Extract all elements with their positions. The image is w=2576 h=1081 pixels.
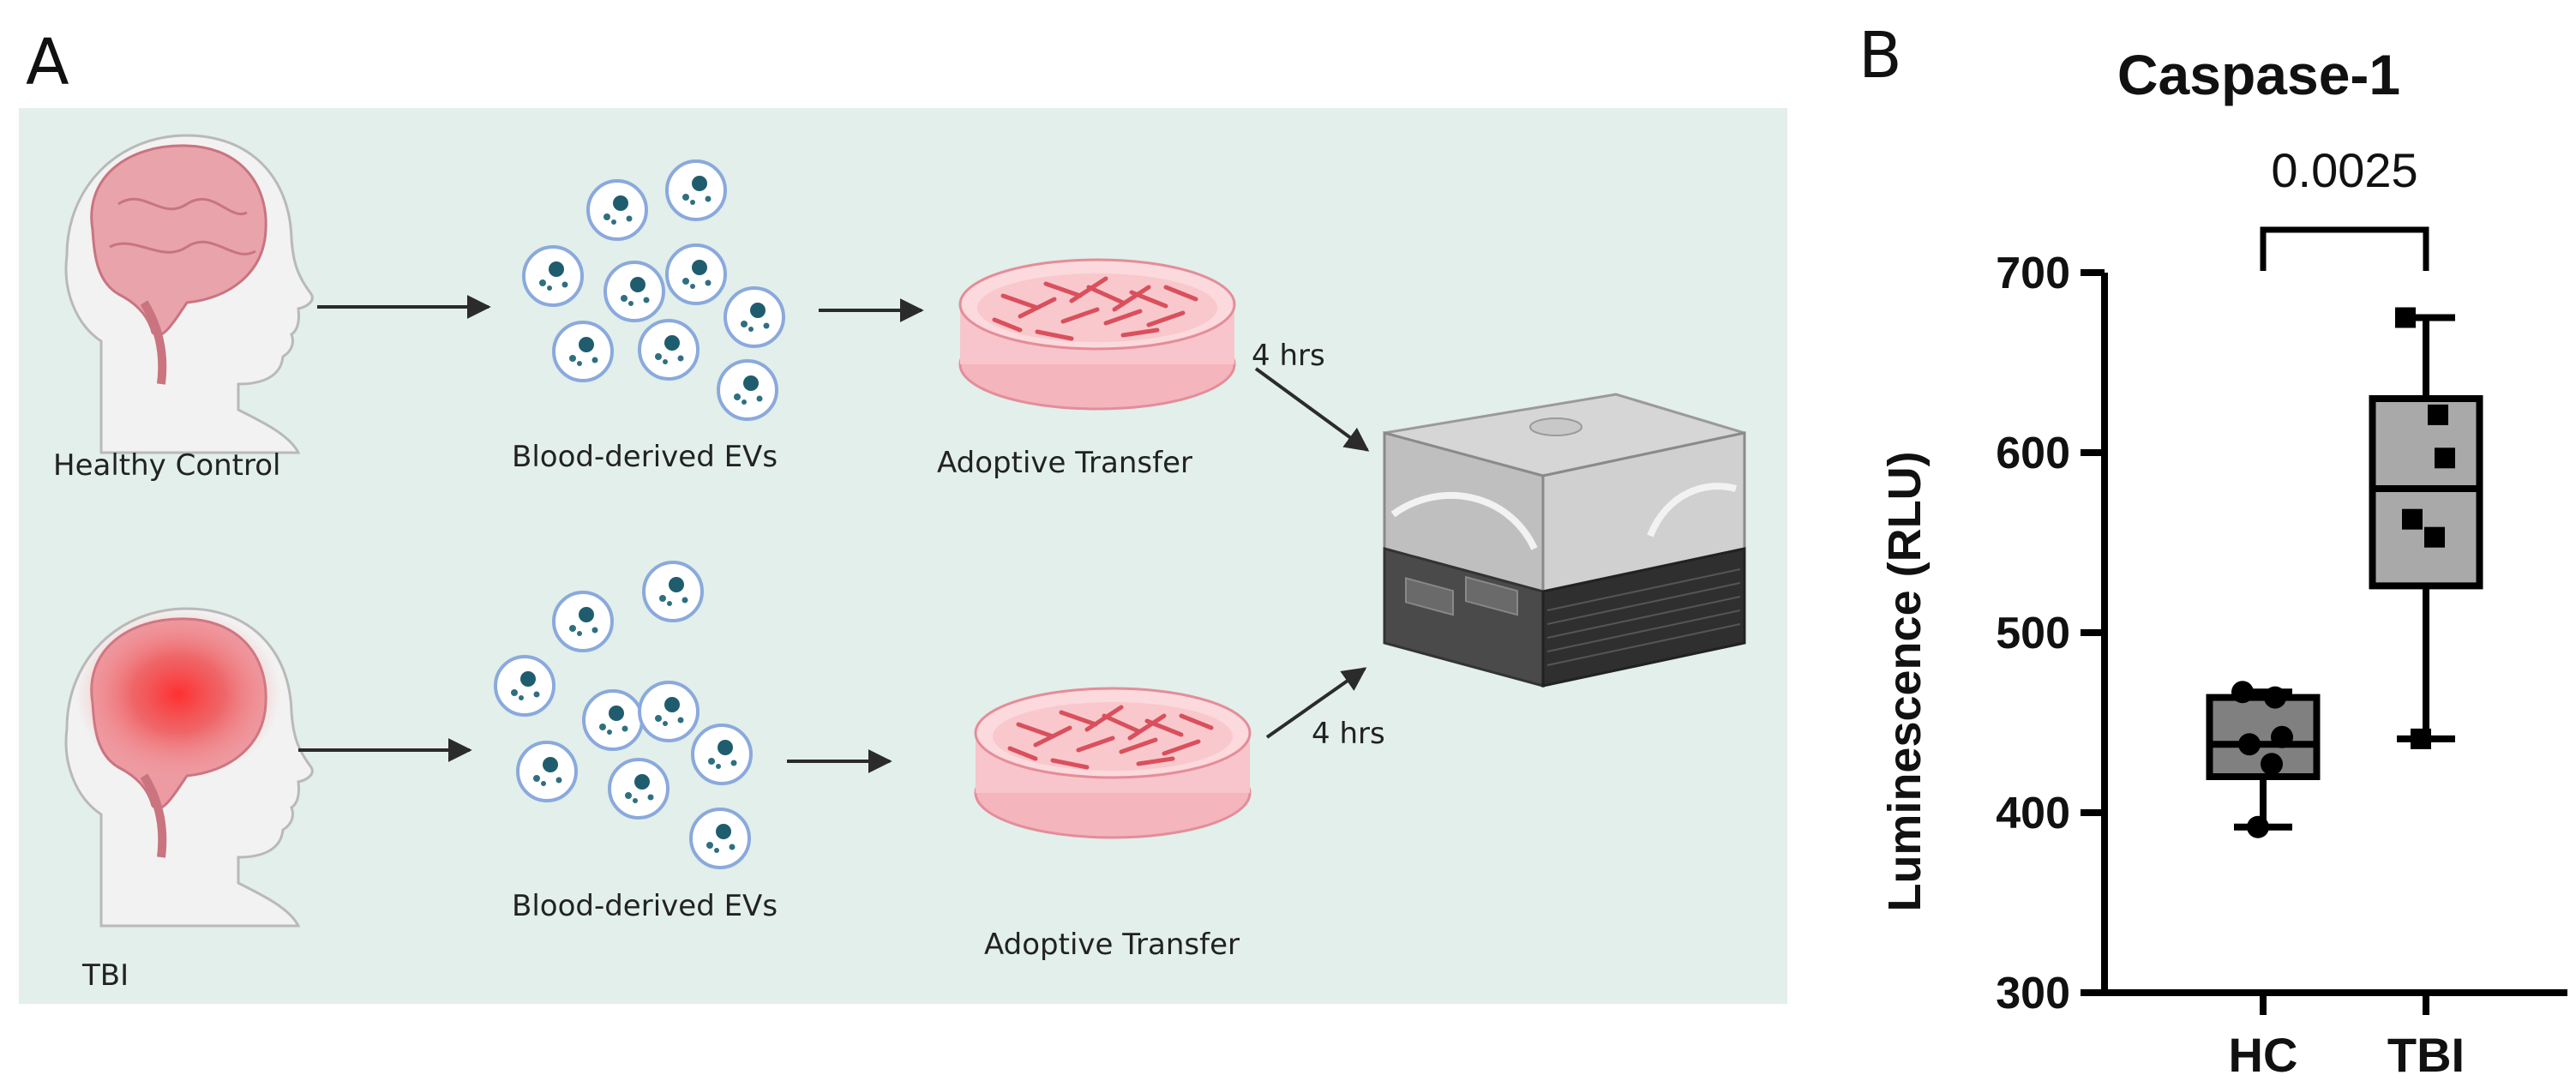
- chart-annotation: 0.0025: [2260, 143, 2429, 271]
- data-point: [2264, 686, 2286, 709]
- panel-letter-b: B: [1858, 19, 1902, 93]
- x-tick-label: TBI: [2387, 1028, 2465, 1081]
- caption-time-top: 4 hrs: [1252, 339, 1325, 373]
- p-value-label: 0.0025: [2271, 143, 2417, 197]
- y-tick-label: 500: [1996, 609, 2070, 658]
- healthy-control-head: [64, 134, 314, 454]
- data-point: [2411, 728, 2431, 749]
- data-point: [2435, 447, 2455, 469]
- data-point: [2402, 508, 2423, 530]
- y-tick-label: 700: [1996, 249, 2070, 298]
- data-point: [2395, 307, 2416, 328]
- chart-title: Caspase-1: [2117, 43, 2400, 106]
- y-tick-label: 300: [1996, 969, 2070, 1018]
- box-tbi: [2369, 307, 2483, 749]
- y-tick-label: 400: [1996, 789, 2070, 838]
- caption-healthy-control: Healthy Control: [53, 448, 281, 483]
- y-tick-label: 600: [1996, 429, 2070, 478]
- caption-transfer-bottom: Adoptive Transfer: [984, 928, 1240, 962]
- data-point: [2428, 404, 2448, 425]
- box-hc: [2206, 681, 2321, 838]
- data-point: [2271, 725, 2293, 748]
- tbi-head: [64, 607, 314, 928]
- data-point: [2424, 526, 2445, 548]
- data-point: [2231, 681, 2254, 704]
- caption-time-bottom: 4 hrs: [1312, 717, 1385, 751]
- data-point: [2261, 753, 2283, 776]
- plate-reader-instrument: [1383, 393, 1746, 688]
- x-tick-label: HC: [2229, 1028, 2298, 1081]
- panel-letter-a: A: [26, 26, 69, 99]
- caption-evs-bottom: Blood-derived EVs: [512, 889, 778, 923]
- caption-transfer-top: Adoptive Transfer: [937, 446, 1192, 480]
- caption-evs-top: Blood-derived EVs: [512, 440, 778, 474]
- caption-tbi: TBI: [82, 958, 129, 993]
- data-point: [2247, 815, 2269, 838]
- box-body: [2369, 395, 2483, 590]
- data-point: [2238, 733, 2261, 756]
- chart-boxes: [2206, 307, 2483, 838]
- significance-bracket: [2260, 226, 2429, 271]
- y-axis-label: Luminescence (RLU): [1879, 451, 1930, 911]
